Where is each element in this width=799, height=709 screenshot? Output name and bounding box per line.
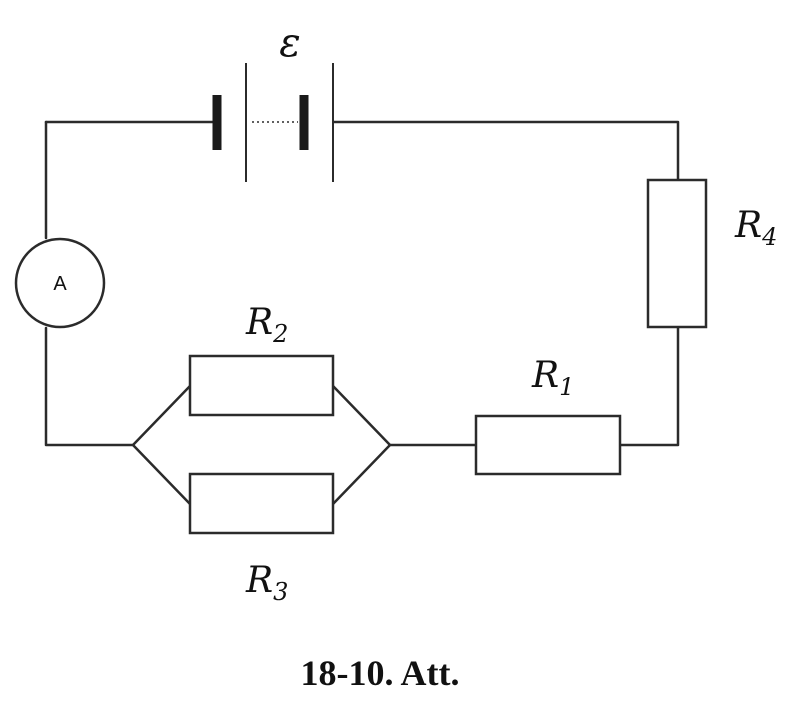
- resistor-r1: [474, 414, 622, 476]
- wire-parallel-right-down: [331, 443, 392, 506]
- wire-parallel-left-up: [131, 384, 192, 447]
- resistor-r3: [188, 472, 335, 535]
- resistor-r2: [188, 354, 335, 417]
- figure-caption: 18-10. Att.: [301, 653, 460, 693]
- resistor-r4: [646, 178, 708, 329]
- resistor-r1-label: R1: [531, 355, 574, 401]
- wire-parallel-left-down: [131, 443, 192, 506]
- ammeter: A: [14, 237, 106, 329]
- ammeter-label: A: [53, 273, 67, 295]
- ammeter-circle: [14, 237, 106, 329]
- wire-left-lower: [44, 326, 135, 447]
- battery-symbol: [212, 63, 334, 182]
- resistor-r4-label: R4: [734, 205, 777, 251]
- resistor-r3-label: R3: [245, 560, 288, 606]
- resistor-r2-label: R2: [245, 302, 288, 348]
- wire-top-right: [332, 120, 680, 182]
- wire-parallel-right-up: [331, 384, 392, 447]
- wire-r1-to-r4: [618, 325, 680, 447]
- emf-label: ε: [279, 20, 300, 66]
